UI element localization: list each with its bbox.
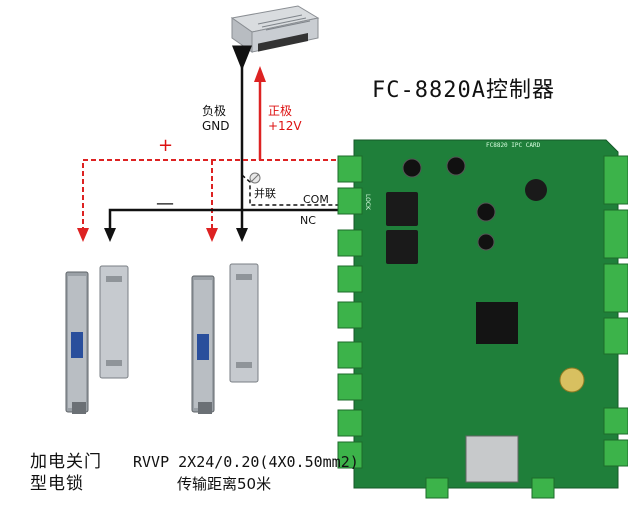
lock-body-graphic bbox=[191, 263, 259, 414]
lock-type-label: 加电关门 型电锁 bbox=[30, 451, 102, 495]
lock-label-line1: 加电关门 bbox=[30, 452, 102, 472]
negative-bus bbox=[108, 208, 360, 232]
lock-body-graphic bbox=[65, 265, 129, 414]
parallel-label: 并联 bbox=[254, 187, 276, 200]
psu-positive-label: 正极 +12V bbox=[268, 104, 302, 134]
positive-text: 正极 bbox=[268, 104, 293, 118]
minus-sign: — bbox=[156, 193, 174, 214]
positive-sub-text: +12V bbox=[268, 119, 302, 133]
board-header-silkscreen: FC8820 IPC CARD bbox=[486, 142, 541, 149]
page-title: FC-8820A控制器 bbox=[372, 78, 555, 103]
power-supply bbox=[228, 4, 320, 56]
controller-board: FC8820 IPC CARD LOCK bbox=[336, 132, 629, 502]
positive-arrow-2 bbox=[206, 228, 218, 242]
com-wire bbox=[241, 174, 362, 206]
psu-negative-label: 负极 GND bbox=[202, 104, 230, 134]
negative-arrow-1 bbox=[104, 228, 116, 242]
negative-sub-text: GND bbox=[202, 119, 230, 133]
nc-label: NC bbox=[300, 214, 316, 227]
positive-arrow-1 bbox=[77, 228, 89, 242]
com-label: COM bbox=[303, 193, 329, 206]
psu-12v-arrow bbox=[254, 66, 266, 82]
power-supply-graphic bbox=[230, 5, 320, 53]
cable-label-line2: 传输距离50米 bbox=[177, 475, 272, 493]
lock-label-line2: 型电锁 bbox=[30, 474, 84, 494]
controller-board-graphic bbox=[337, 139, 629, 499]
negative-text: 负极 bbox=[202, 104, 227, 118]
negative-arrow-2 bbox=[236, 228, 248, 242]
cable-spec-label: RVVP 2X24/0.20(4X0.50mm2) 传输距离50米 bbox=[133, 451, 359, 495]
positive-bus bbox=[82, 159, 360, 232]
board-lock-silkscreen: LOCK bbox=[364, 194, 371, 210]
plus-sign: + bbox=[158, 135, 174, 156]
electric-lock-1 bbox=[62, 262, 132, 422]
cable-label-line1: RVVP 2X24/0.20(4X0.50mm2) bbox=[133, 453, 359, 471]
parallel-diode-icon bbox=[248, 170, 262, 184]
electric-lock-2 bbox=[188, 262, 264, 422]
